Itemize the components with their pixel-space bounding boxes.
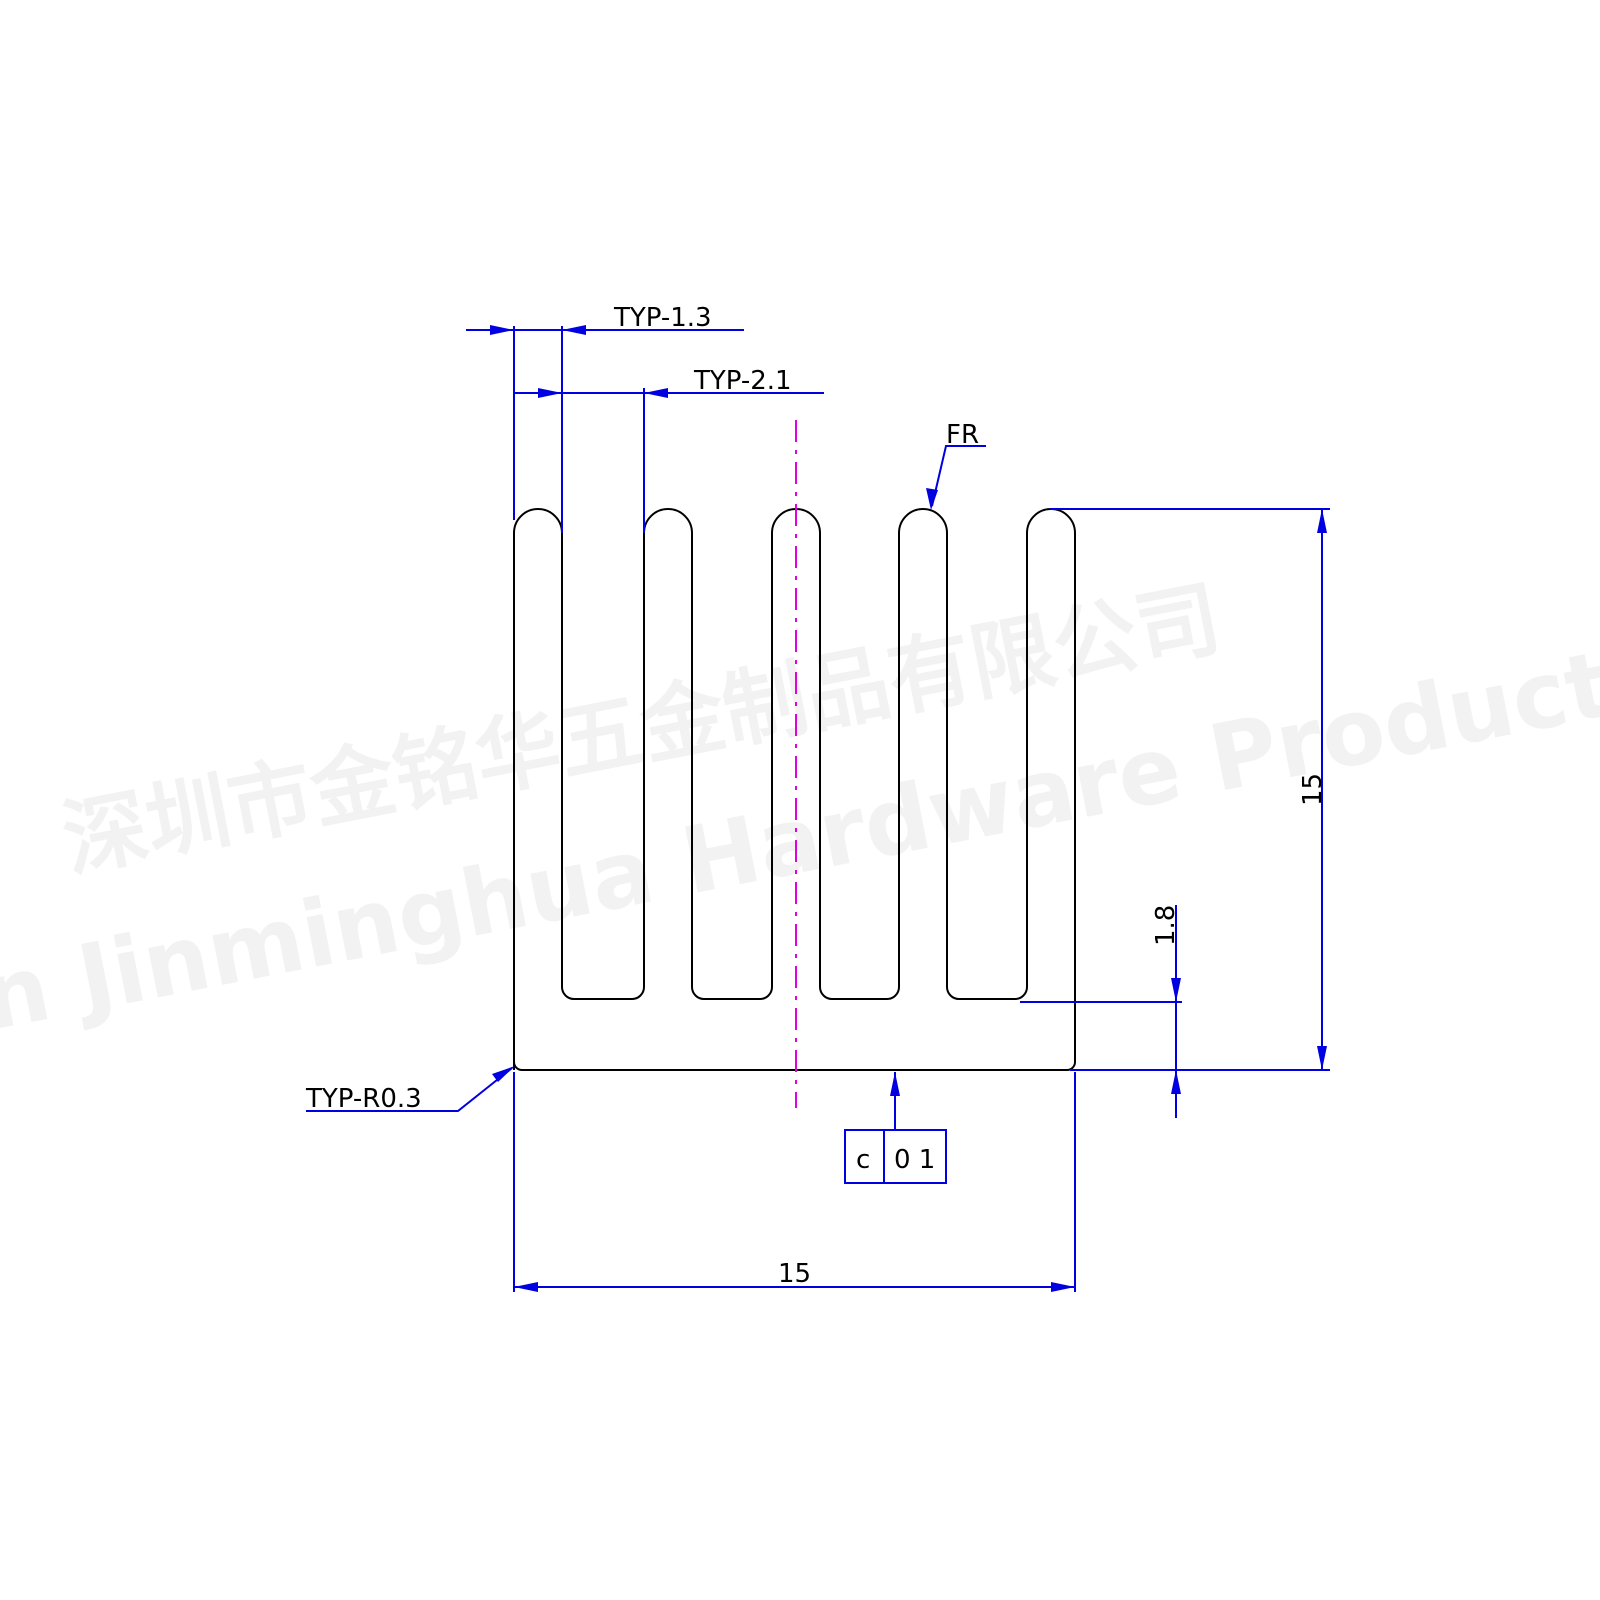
base-thickness-label: 1.8 bbox=[1151, 905, 1181, 946]
flatness-callout: c 0 1 bbox=[844, 1072, 947, 1184]
fin-tip-leader: FR bbox=[926, 420, 986, 510]
overall-width-dimension: 15 bbox=[513, 1072, 1076, 1292]
fin-thickness-label: TYP-1.3 bbox=[613, 303, 712, 333]
flatness-tolerance: 0 1 bbox=[894, 1145, 935, 1175]
fin-gap-dimension: TYP-2.1 bbox=[514, 366, 824, 533]
corner-radius-label: TYP-R0.3 bbox=[305, 1084, 422, 1114]
overall-height-dimension: 15 bbox=[1050, 508, 1330, 1071]
fin-tip-label: FR bbox=[946, 420, 979, 450]
heatsink-outline bbox=[513, 508, 1076, 1071]
base-thickness-dimension: 1.8 bbox=[1020, 905, 1182, 1118]
flatness-symbol: c bbox=[856, 1145, 870, 1175]
corner-radius-leader: TYP-R0.3 bbox=[305, 1066, 515, 1114]
fin-thickness-dimension: TYP-1.3 bbox=[466, 303, 744, 533]
fin-gap-label: TYP-2.1 bbox=[693, 366, 792, 396]
overall-width-label: 15 bbox=[778, 1259, 811, 1289]
overall-height-label: 15 bbox=[1298, 773, 1328, 806]
